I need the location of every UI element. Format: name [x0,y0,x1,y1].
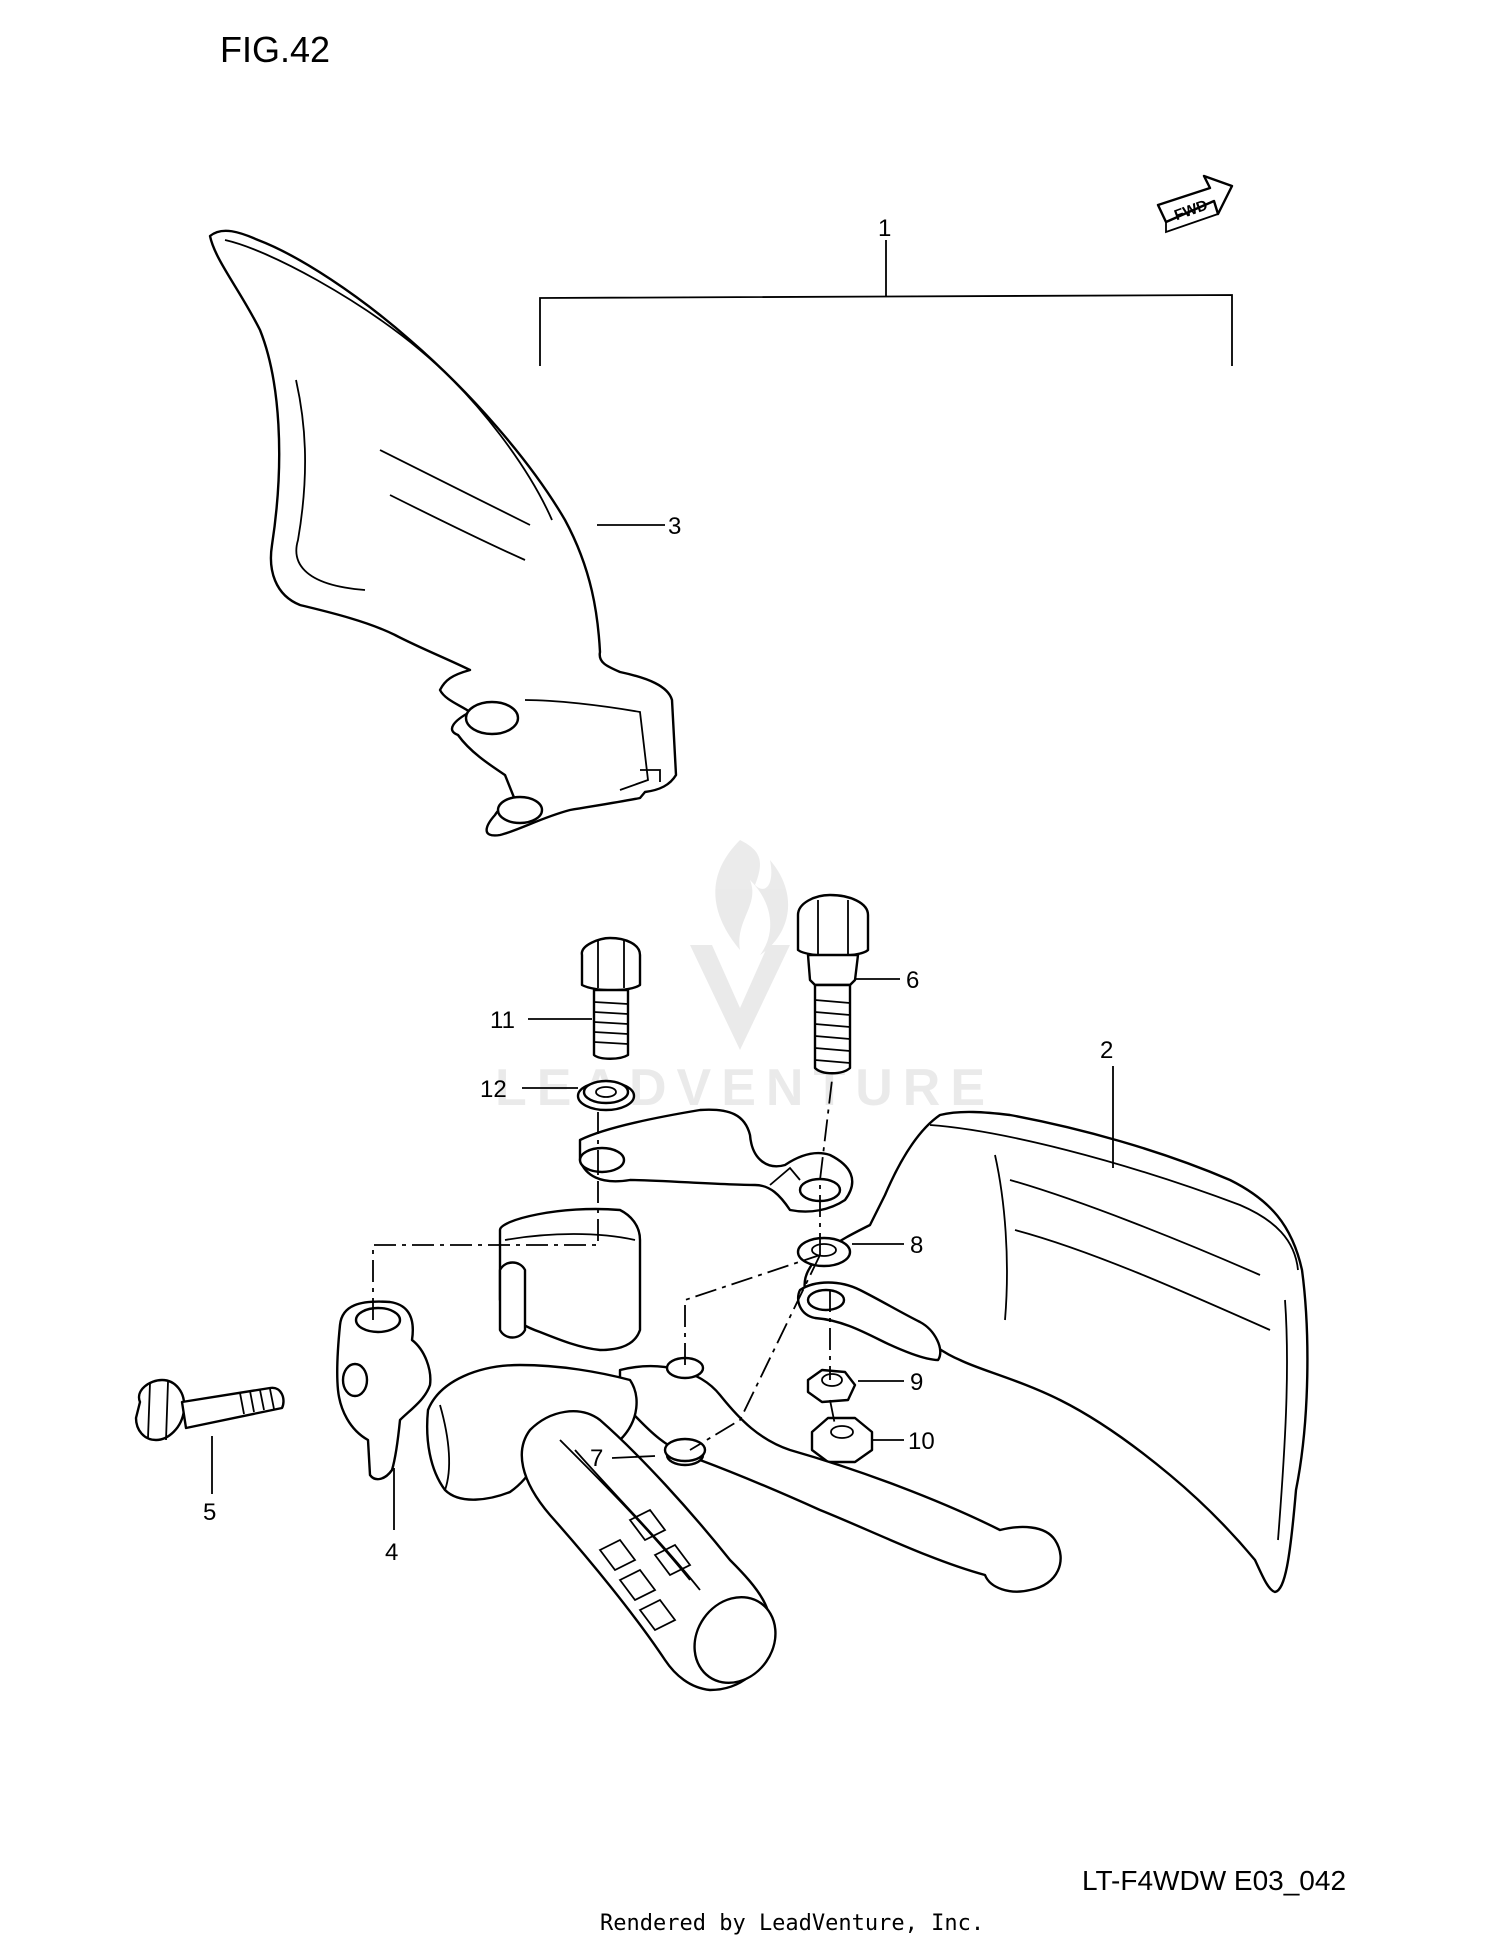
callout-10: 10 [908,1428,935,1455]
bolt-5 [134,1378,285,1442]
bolt-7 [663,1437,707,1463]
callout-labels: 1 2 3 4 5 6 7 8 9 10 11 12 [203,215,1113,1566]
figure-code: LT-F4WDW E03_042 [1082,1865,1346,1896]
washer-8 [796,1236,852,1268]
callout-11: 11 [490,1007,515,1034]
hand-guard-left [208,229,678,837]
bolt-11 [580,936,642,1060]
mount-bracket [578,1108,854,1213]
callout-8: 8 [910,1232,923,1259]
render-credit: Rendered by LeadVenture, Inc. [600,1911,984,1936]
lower-bracket [796,1281,942,1362]
assembly-lines [372,1079,836,1451]
callout-7: 7 [590,1445,603,1472]
assembly-bracket [539,240,1233,366]
callout-1: 1 [878,215,891,242]
bolt-6 [796,893,870,1075]
callout-4: 4 [385,1539,398,1566]
nut-9 [806,1368,857,1404]
callout-5: 5 [203,1499,216,1526]
nut-10 [810,1416,874,1464]
figure-title: FIG.42 [220,29,330,70]
leader-lines [211,524,1114,1530]
nut-12 [576,1079,636,1112]
callout-6: 6 [906,967,919,994]
callout-2: 2 [1100,1037,1113,1064]
leadventure-watermark: LEADVENTURE [495,840,985,1117]
callout-9: 9 [910,1369,923,1396]
fwd-arrow-icon: FWD [1156,174,1234,234]
callout-3: 3 [668,513,681,540]
callout-12: 12 [480,1076,507,1103]
